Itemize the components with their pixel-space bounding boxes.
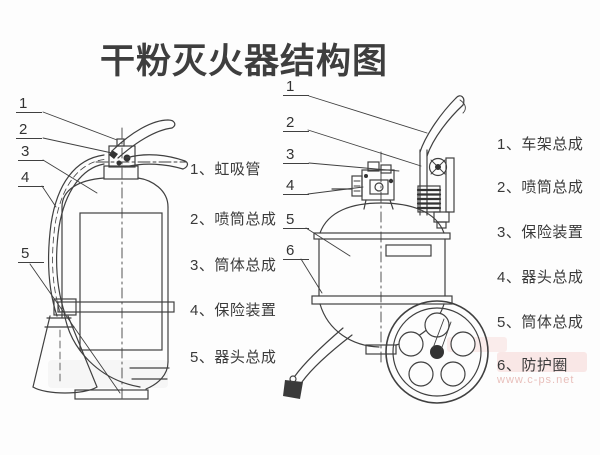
callout-left-2: 2 (16, 121, 42, 139)
neck (103, 165, 139, 180)
belt-band (57, 301, 175, 313)
nozzle-cone (32, 315, 98, 394)
right-leader-lines (300, 95, 428, 294)
portable-extinguisher-drawing (29, 111, 189, 401)
right-legend-item-5: 5、筒体总成 (497, 314, 584, 331)
left-leader-lines (29, 111, 121, 394)
support-leg (283, 327, 353, 399)
head-assembly (331, 161, 395, 210)
left-legend-item-4: 4、保险装置 (190, 302, 277, 319)
callout-left-3: 3 (18, 143, 44, 161)
wheel (385, 300, 489, 404)
callout-right-4: 4 (283, 177, 309, 195)
left-legend-item-3: 3、筒体总成 (190, 257, 277, 274)
callout-left-1: 1 (16, 95, 42, 113)
hose (47, 154, 105, 317)
upper-lever (111, 119, 176, 159)
callout-right-5: 5 (283, 211, 309, 229)
right-legend-item-6: 6、防护圈 (497, 357, 568, 374)
wheeled-extinguisher-drawing (283, 95, 489, 404)
right-legend-item-3: 3、保险装置 (497, 224, 584, 241)
callout-right-1: 1 (283, 78, 309, 96)
callout-left-4: 4 (18, 169, 44, 187)
right-legend-item-2: 2、喷筒总成 (497, 179, 584, 196)
push-handle (419, 95, 466, 157)
tank (311, 202, 453, 355)
right-legend-item-4: 4、器头总成 (497, 269, 584, 286)
right-legend-item-1: 1、车架总成 (497, 136, 584, 153)
page-title: 干粉灭火器结构图 (100, 42, 389, 81)
gray-watermark (48, 360, 168, 388)
left-legend-item-2: 2、喷筒总成 (190, 211, 277, 228)
watermark-url: www.c-ps.net (497, 374, 575, 386)
left-legend-item-5: 5、器头总成 (190, 349, 277, 366)
label-panel (79, 212, 163, 351)
callout-right-3: 3 (283, 146, 309, 164)
operating-lever (124, 154, 189, 170)
frame-post-and-spray-gun (416, 149, 455, 229)
callout-right-2: 2 (283, 114, 309, 132)
callout-right-6: 6 (283, 242, 309, 260)
tank-label (385, 244, 432, 257)
left-legend-item-1: 1、虹吸管 (190, 161, 261, 178)
callout-left-5: 5 (18, 245, 44, 263)
red-watermark-lower (497, 352, 587, 372)
